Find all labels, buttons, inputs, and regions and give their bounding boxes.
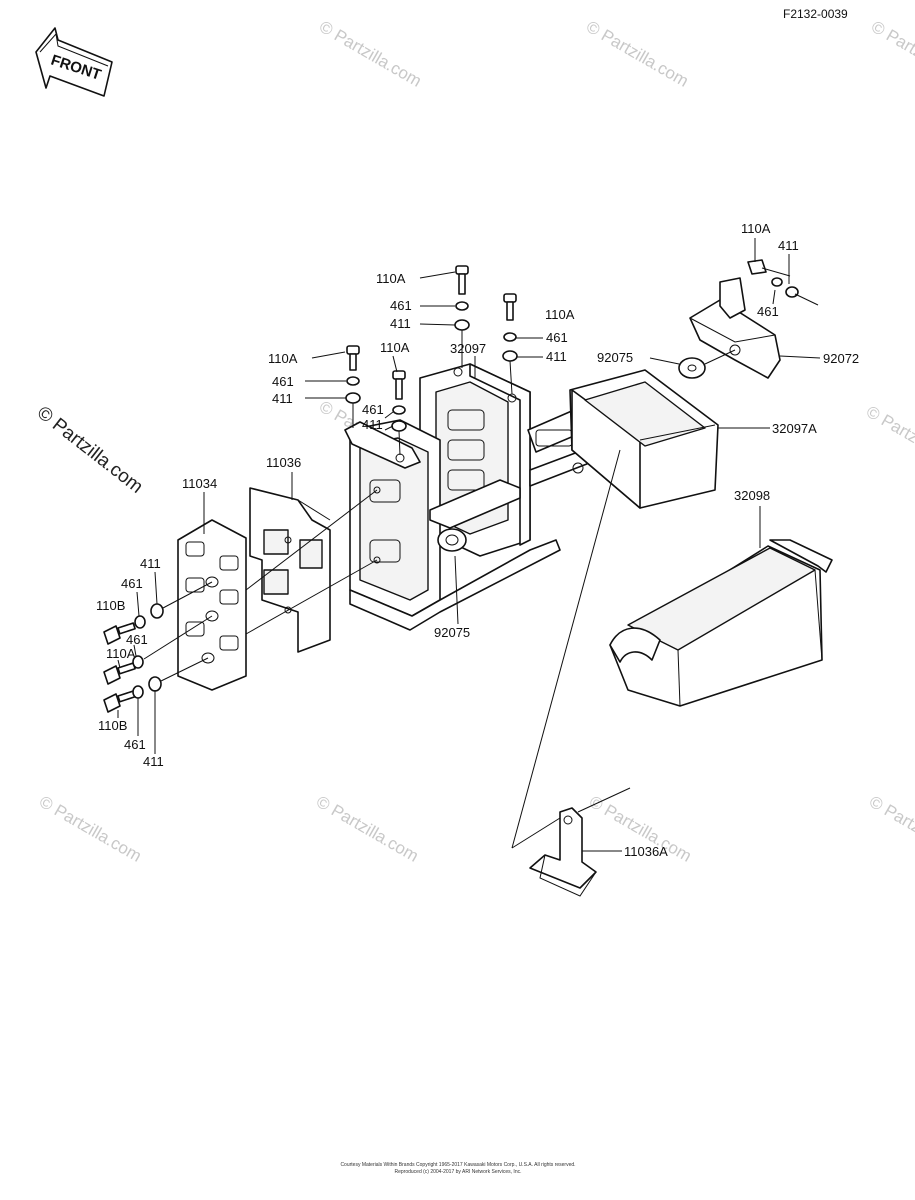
label-110a-far-right: 110A xyxy=(741,221,771,236)
label-461-cluster-bottom: 461 xyxy=(124,737,146,752)
leader-lines xyxy=(117,238,821,852)
label-11036a: 11036A xyxy=(624,844,668,859)
washer-92075-right xyxy=(678,357,706,379)
label-461-mid-right: 461 xyxy=(362,402,384,417)
plate-11034 xyxy=(177,519,247,691)
watermark-7: © Partzilla.com xyxy=(36,792,145,866)
label-110b-bottom: 110B xyxy=(98,718,127,733)
label-411-cluster-bottom: 411 xyxy=(143,754,164,769)
watermark-8: © Partzilla.com xyxy=(313,792,422,866)
label-110a-top-center: 110A xyxy=(376,271,406,286)
label-92075-bottom: 92075 xyxy=(434,625,470,640)
copyright-line-1: Courtesy Materials Within Brands Copyrig… xyxy=(340,1162,575,1168)
label-32097a: 32097A xyxy=(772,421,817,436)
watermark-1: © Partzilla.com xyxy=(316,17,425,91)
leader-tray-to-bracket xyxy=(511,449,621,849)
label-461-cluster-top: 461 xyxy=(121,576,143,591)
label-110b-top: 110B xyxy=(96,598,125,613)
label-110a-mid: 110A xyxy=(380,340,410,355)
label-11034: 11034 xyxy=(182,476,217,491)
copyright-line-2: Reproduced (c) 2004-2017 by ARI Network … xyxy=(394,1169,521,1175)
label-461-cluster-mid: 461 xyxy=(126,632,148,647)
diagram-code: F2132-0039 xyxy=(783,7,848,21)
bracket-92072 xyxy=(689,259,819,379)
watermark-6: © Partzilla.com xyxy=(863,402,915,476)
box-32098 xyxy=(609,539,833,707)
watermark-10: © Partzilla.com xyxy=(866,792,915,866)
label-411-top-right: 411 xyxy=(546,349,567,364)
label-110a-cluster: 110A xyxy=(106,646,136,661)
label-92075-right: 92075 xyxy=(597,350,633,365)
label-32098: 32098 xyxy=(734,488,770,503)
label-461-top-center: 461 xyxy=(390,298,412,313)
watermark-left-dark: © Partzilla.com xyxy=(33,402,147,497)
label-411-far-right: 411 xyxy=(778,238,799,253)
label-461-far-right: 461 xyxy=(757,304,779,319)
watermark-3: © Partzilla.com xyxy=(868,17,915,91)
label-411-left: 411 xyxy=(272,391,293,406)
plate-11036 xyxy=(249,487,331,653)
part-labels: 110A 461 411 110A 461 411 32097 110A 110… xyxy=(96,221,859,859)
label-110a-top-right: 110A xyxy=(545,307,575,322)
bracket-11036a xyxy=(511,787,631,897)
label-411-top-center: 411 xyxy=(390,316,411,331)
label-92072: 92072 xyxy=(823,351,859,366)
tray-32097a xyxy=(569,369,719,509)
label-461-left: 461 xyxy=(272,374,294,389)
label-11036: 11036 xyxy=(266,455,301,470)
label-110a-left: 110A xyxy=(268,351,298,366)
watermark-2: © Partzilla.com xyxy=(583,17,692,91)
label-411-mid-right: 411 xyxy=(362,417,383,432)
front-arrow: FRONT xyxy=(35,27,113,97)
label-461-top-right: 461 xyxy=(546,330,568,345)
label-411-cluster-top: 411 xyxy=(140,556,161,571)
label-32097: 32097 xyxy=(450,341,486,356)
